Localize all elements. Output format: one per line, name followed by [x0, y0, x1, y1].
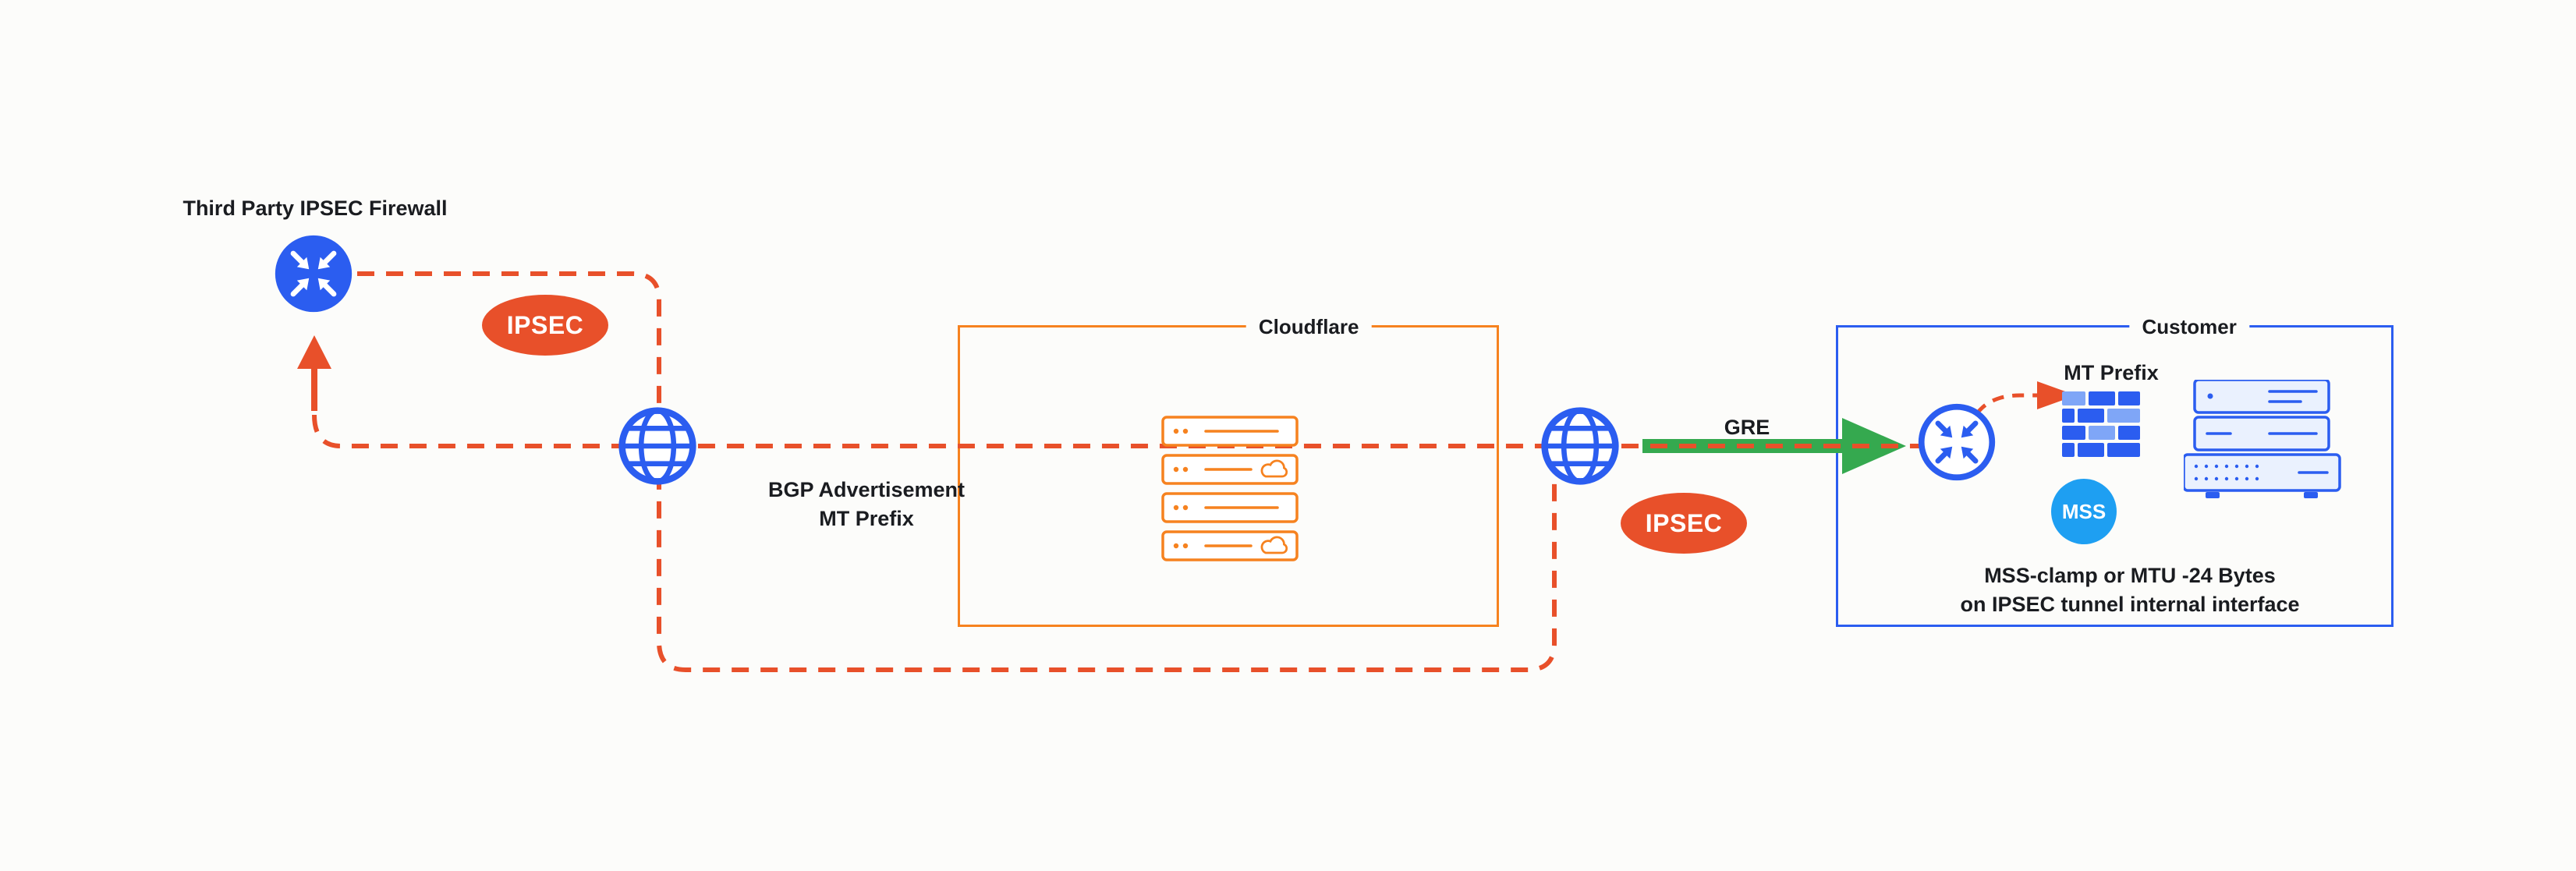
internet-globe-icon — [1541, 407, 1619, 485]
gre-tunnel-arrow-head — [1842, 418, 1906, 474]
server-unit — [1161, 416, 1299, 447]
mt-prefix-arrow-head — [2037, 381, 2076, 409]
mss-badge: MSS — [2051, 479, 2117, 544]
server-foot — [2304, 492, 2318, 498]
third-party-router-icon — [275, 235, 353, 313]
server-unit — [2184, 453, 2341, 492]
customer-router-icon — [1918, 403, 1996, 481]
cloudflare-zone-label: Cloudflare — [1245, 314, 1372, 339]
cloudflare-server-stack-icon — [1161, 416, 1299, 561]
ipsec-badge-left: IPSEC — [482, 295, 608, 356]
gre-label: GRE — [1724, 416, 1770, 439]
bgp-advertisement-label: BGP Advertisement MT Prefix — [768, 476, 965, 533]
server-unit — [2193, 380, 2330, 414]
mss-clamp-note-line2: on IPSEC tunnel internal interface — [1960, 593, 2300, 616]
third-party-firewall-label: Third Party IPSEC Firewall — [182, 197, 448, 220]
firewall-bricks-icon — [2062, 391, 2140, 457]
ipsec-badge-right: IPSEC — [1621, 493, 1747, 554]
main-flow-path — [312, 414, 1922, 448]
mt-prefix-label: MT Prefix — [2064, 361, 2159, 384]
brick-wall — [2062, 391, 2140, 457]
cloud-icon — [1260, 459, 1288, 478]
customer-zone-box: Customer — [1836, 314, 2394, 627]
customer-server-stack-icon — [2184, 380, 2341, 498]
internet-globe-icon — [618, 407, 696, 485]
bgp-advertisement-line2: MT Prefix — [819, 507, 914, 530]
mss-clamp-note: MSS-clamp or MTU -24 Bytes on IPSEC tunn… — [1960, 561, 2299, 619]
vent-dots — [2194, 464, 2259, 481]
server-unit — [2193, 416, 2330, 451]
cloudflare-zone-box: Cloudflare — [958, 314, 1499, 627]
server-unit — [1161, 454, 1299, 485]
server-unit — [1161, 530, 1299, 561]
server-foot — [2206, 492, 2220, 498]
bgp-advertisement-line1: BGP Advertisement — [767, 478, 966, 501]
customer-zone-label: Customer — [2129, 314, 2249, 339]
firewall-arrow-head — [297, 335, 331, 369]
cloud-icon — [1260, 536, 1288, 554]
mss-clamp-note-line1: MSS-clamp or MTU -24 Bytes — [1984, 564, 2276, 587]
mt-prefix-path — [1975, 393, 2037, 415]
server-unit — [1161, 492, 1299, 523]
